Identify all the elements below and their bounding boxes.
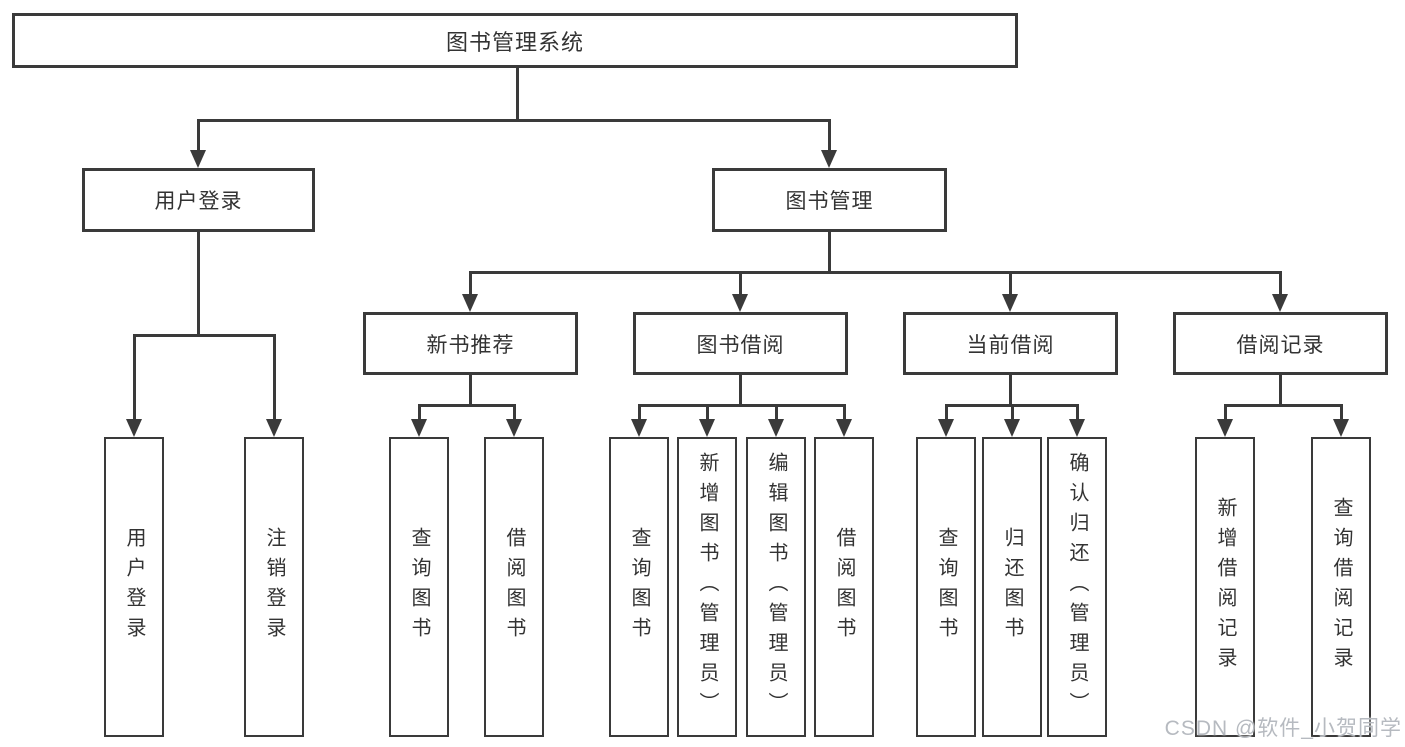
leaf-label: 借阅图书 — [503, 527, 525, 647]
leaf-label: 归还图书 — [1001, 527, 1023, 647]
arrow-down-icon — [1069, 419, 1085, 437]
leaf-label: 新增图书（管理员） — [696, 452, 718, 722]
leaf-query-book: 查询图书 — [389, 437, 449, 737]
node-book-borrow: 图书借阅 — [633, 312, 848, 375]
arrow-down-icon — [190, 150, 206, 168]
leaf-label: 借阅图书 — [833, 527, 855, 647]
connector-borrow-horizontal — [638, 404, 846, 407]
leaf-label: 用户登录 — [123, 527, 145, 647]
node-label: 图书借阅 — [696, 333, 785, 357]
connector-stem — [469, 271, 472, 294]
watermark: CSDN @软件_小贺同学 — [1164, 717, 1402, 740]
connector-stem — [706, 404, 709, 419]
node-book-management: 图书管理 — [712, 168, 947, 232]
connector-level2-horizontal — [197, 119, 831, 122]
leaf-label: 编辑图书（管理员） — [765, 452, 787, 722]
leaf-label: 查询借阅记录 — [1330, 497, 1352, 677]
arrow-down-icon — [411, 419, 427, 437]
connector-stem — [418, 404, 421, 419]
leaf-label: 查询图书 — [628, 527, 650, 647]
connector-borrow-down — [739, 375, 742, 407]
leaf-edit-book-admin: 编辑图书（管理员） — [746, 437, 806, 737]
connector-stem — [739, 271, 742, 294]
node-label: 图书管理系统 — [445, 29, 584, 55]
leaf-query-borrow-record: 查询借阅记录 — [1311, 437, 1371, 737]
leaf-label: 查询图书 — [408, 527, 430, 647]
leaf-label: 注销登录 — [263, 527, 285, 647]
arrow-down-icon — [126, 419, 142, 437]
arrow-down-icon — [732, 294, 748, 312]
leaf-label: 确认归还（管理员） — [1066, 452, 1088, 722]
arrow-down-icon — [938, 419, 954, 437]
arrow-down-icon — [1333, 419, 1349, 437]
connector-stem-user-login — [197, 119, 200, 151]
node-label: 新书推荐 — [426, 333, 515, 357]
connector-stem — [513, 404, 516, 419]
connector-newbook-horizontal — [418, 404, 516, 407]
leaf-borrow-book: 借阅图书 — [814, 437, 874, 737]
connector-stem — [1279, 271, 1282, 294]
leaf-label: 新增借阅记录 — [1214, 497, 1236, 677]
arrow-down-icon — [1004, 419, 1020, 437]
node-label: 借阅记录 — [1236, 333, 1325, 357]
leaf-label: 查询图书 — [935, 527, 957, 647]
node-borrow-record: 借阅记录 — [1173, 312, 1388, 375]
connector-stem — [1009, 271, 1012, 294]
arrow-down-icon — [699, 419, 715, 437]
arrow-down-icon — [768, 419, 784, 437]
connector-stem — [945, 404, 948, 419]
connector-stem — [1340, 404, 1343, 419]
leaf-add-borrow-record: 新增借阅记录 — [1195, 437, 1255, 737]
leaf-query-book: 查询图书 — [916, 437, 976, 737]
leaf-user-login: 用户登录 — [104, 437, 164, 737]
node-library-system: 图书管理系统 — [12, 13, 1018, 68]
leaf-confirm-return-admin: 确认归还（管理员） — [1047, 437, 1107, 737]
leaf-return-book: 归还图书 — [982, 437, 1042, 737]
connector-root-down — [516, 68, 519, 122]
node-label: 用户登录 — [154, 190, 243, 213]
arrow-down-icon — [506, 419, 522, 437]
connector-user-horizontal — [133, 334, 275, 337]
connector-stem-book-mgmt — [828, 119, 831, 151]
connector-stem — [273, 334, 276, 419]
node-label: 图书管理 — [785, 190, 874, 213]
connector-stem — [775, 404, 778, 419]
node-current-borrow: 当前借阅 — [903, 312, 1118, 375]
arrow-down-icon — [266, 419, 282, 437]
leaf-add-book-admin: 新增图书（管理员） — [677, 437, 737, 737]
arrow-down-icon — [836, 419, 852, 437]
arrow-down-icon — [1272, 294, 1288, 312]
node-user-login: 用户登录 — [82, 168, 315, 232]
connector-record-down — [1279, 375, 1282, 407]
arrow-down-icon — [1217, 419, 1233, 437]
connector-current-down — [1009, 375, 1012, 407]
arrow-down-icon — [1002, 294, 1018, 312]
leaf-logout: 注销登录 — [244, 437, 304, 737]
connector-stem — [1224, 404, 1227, 419]
connector-stem — [843, 404, 846, 419]
connector-record-horizontal — [1224, 404, 1343, 407]
connector-book-down — [828, 232, 831, 274]
arrow-down-icon — [462, 294, 478, 312]
arrow-down-icon — [631, 419, 647, 437]
connector-stem — [638, 404, 641, 419]
connector-level3-horizontal — [469, 271, 1282, 274]
connector-user-down — [197, 232, 200, 337]
connector-stem — [133, 334, 136, 419]
connector-newbook-down — [469, 375, 472, 407]
connector-stem — [1011, 404, 1014, 419]
connector-stem — [1076, 404, 1079, 419]
arrow-down-icon — [821, 150, 837, 168]
leaf-query-book: 查询图书 — [609, 437, 669, 737]
leaf-borrow-book: 借阅图书 — [484, 437, 544, 737]
node-new-book-recommend: 新书推荐 — [363, 312, 578, 375]
node-label: 当前借阅 — [966, 333, 1055, 357]
